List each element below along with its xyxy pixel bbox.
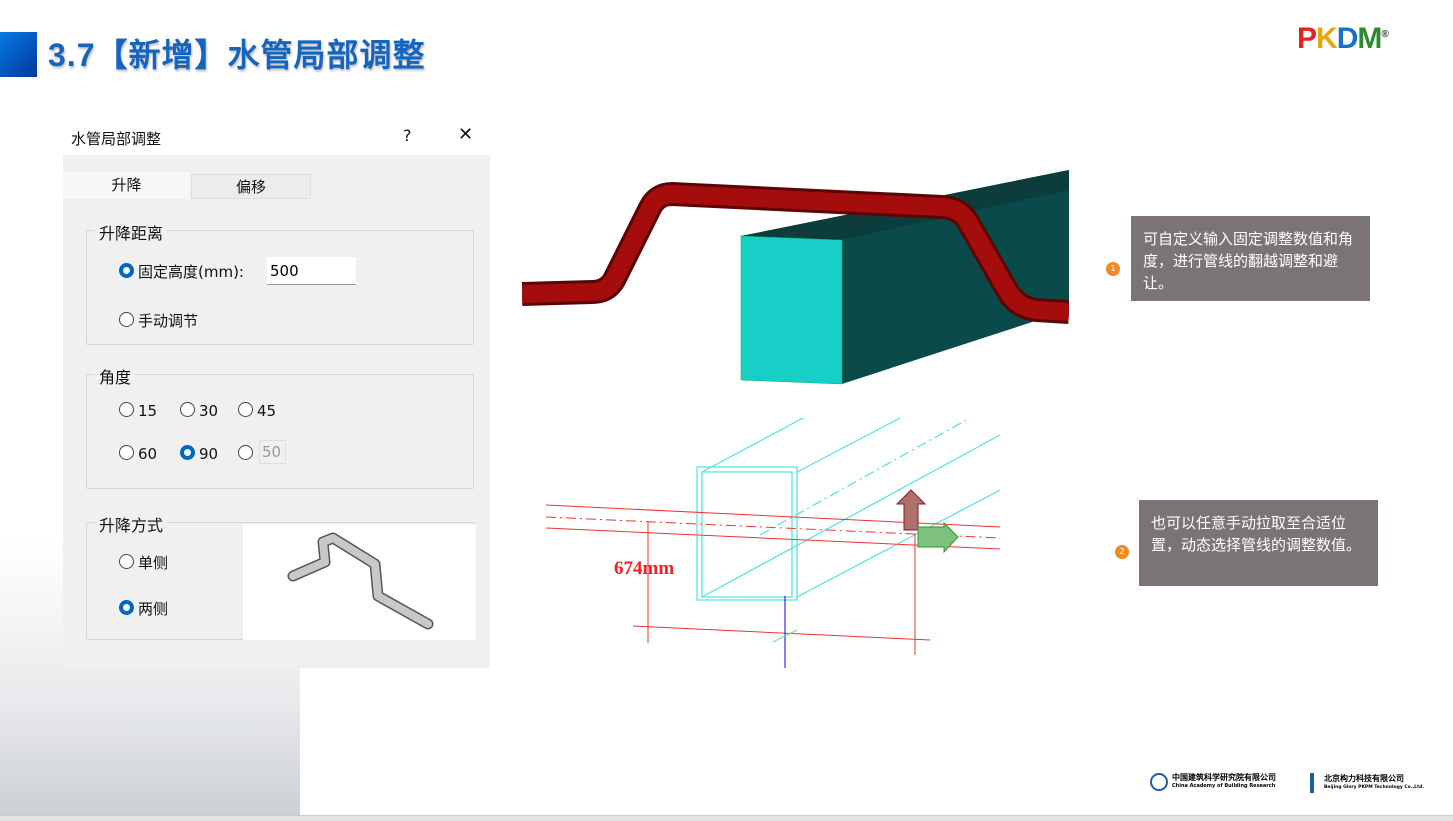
manual-label: 手动调节: [138, 312, 199, 330]
footer-org2: 北京构力科技有限公司 Beijing Glory PKPM Technology …: [1310, 773, 1424, 793]
move-right-arrow-icon[interactable]: [917, 521, 959, 554]
group-angle-label: 角度: [95, 364, 136, 388]
single-side-label: 单侧: [138, 554, 169, 572]
angle-45-label: 45: [257, 402, 277, 420]
help-button[interactable]: ?: [403, 126, 412, 145]
radio-angle-custom[interactable]: [238, 445, 253, 460]
pkpm-logo: PKDM®: [1297, 22, 1389, 55]
pipe-3d-view: [522, 170, 1069, 385]
dialog-title: 水管局部调整: [71, 130, 162, 148]
dialog-titlebar: 水管局部调整 ? ✕: [63, 120, 490, 155]
radio-angle-90[interactable]: [180, 445, 195, 460]
bottom-divider: [0, 815, 1453, 821]
radio-angle-30[interactable]: [180, 402, 195, 417]
wireframe-view: 674mm: [545, 417, 1001, 668]
angle-15-label: 15: [138, 402, 158, 420]
radio-single-side[interactable]: [119, 554, 134, 569]
pipe-bend-preview-icon: [287, 532, 434, 630]
org1-en: China Academy of Building Research: [1172, 783, 1276, 789]
cabr-logo-icon: [1150, 773, 1168, 791]
org1-cn: 中国建筑科学研究院有限公司: [1172, 773, 1276, 782]
callout-badge-1: 1: [1106, 262, 1120, 276]
callout-1: 可自定义输入固定调整数值和角度，进行管线的翻越调整和避让。: [1131, 216, 1370, 301]
pipe-adjust-dialog: 水管局部调整 ? ✕ 升降 偏移 升降距离 固定高度(mm): 手动调节 角度 …: [63, 120, 490, 668]
angle-60-label: 60: [138, 445, 158, 463]
title-accent-bar: [0, 32, 37, 77]
org2-cn: 北京构力科技有限公司: [1324, 774, 1404, 783]
pipe-body: [522, 184, 1069, 321]
tab-offset[interactable]: 偏移: [191, 174, 311, 199]
group-mode: 升降方式 单侧 两侧: [86, 512, 476, 640]
close-button[interactable]: ✕: [458, 124, 474, 145]
radio-angle-60[interactable]: [119, 445, 134, 460]
move-up-arrow-icon[interactable]: [895, 489, 927, 531]
angle-90-label: 90: [199, 445, 219, 463]
slide-title: 3.7【新增】水管局部调整: [48, 37, 426, 73]
radio-manual[interactable]: [119, 312, 134, 327]
radio-fixed-height[interactable]: [119, 263, 134, 278]
org2-en: Beijing Glory PKPM Technology Co.,Ltd.: [1324, 785, 1425, 790]
radio-angle-45[interactable]: [238, 402, 253, 417]
pkpm-small-logo-icon: [1310, 773, 1320, 793]
group-mode-label: 升降方式: [95, 512, 168, 536]
both-sides-label: 两侧: [138, 600, 169, 618]
radio-both-sides[interactable]: [119, 600, 134, 615]
fixed-height-input[interactable]: [267, 257, 356, 285]
callout-badge-2: 2: [1115, 545, 1129, 559]
radio-angle-15[interactable]: [119, 402, 134, 417]
dimension-label: 674mm: [614, 558, 674, 579]
angle-30-label: 30: [199, 402, 219, 420]
duct-front: [740, 235, 843, 385]
callout-2: 也可以任意手动拉取至合适位置，动态选择管线的调整数值。: [1139, 500, 1378, 586]
group-distance-label: 升降距离: [95, 220, 168, 244]
custom-angle-input[interactable]: 50: [259, 440, 286, 464]
group-distance: 升降距离 固定高度(mm): 手动调节: [86, 220, 474, 345]
mode-preview: [243, 524, 476, 640]
group-angle: 角度 15 30 45 60 90 50: [86, 364, 474, 489]
fixed-height-label: 固定高度(mm):: [138, 263, 244, 281]
axis-tick: [772, 629, 798, 643]
tab-lift[interactable]: 升降: [63, 172, 190, 199]
